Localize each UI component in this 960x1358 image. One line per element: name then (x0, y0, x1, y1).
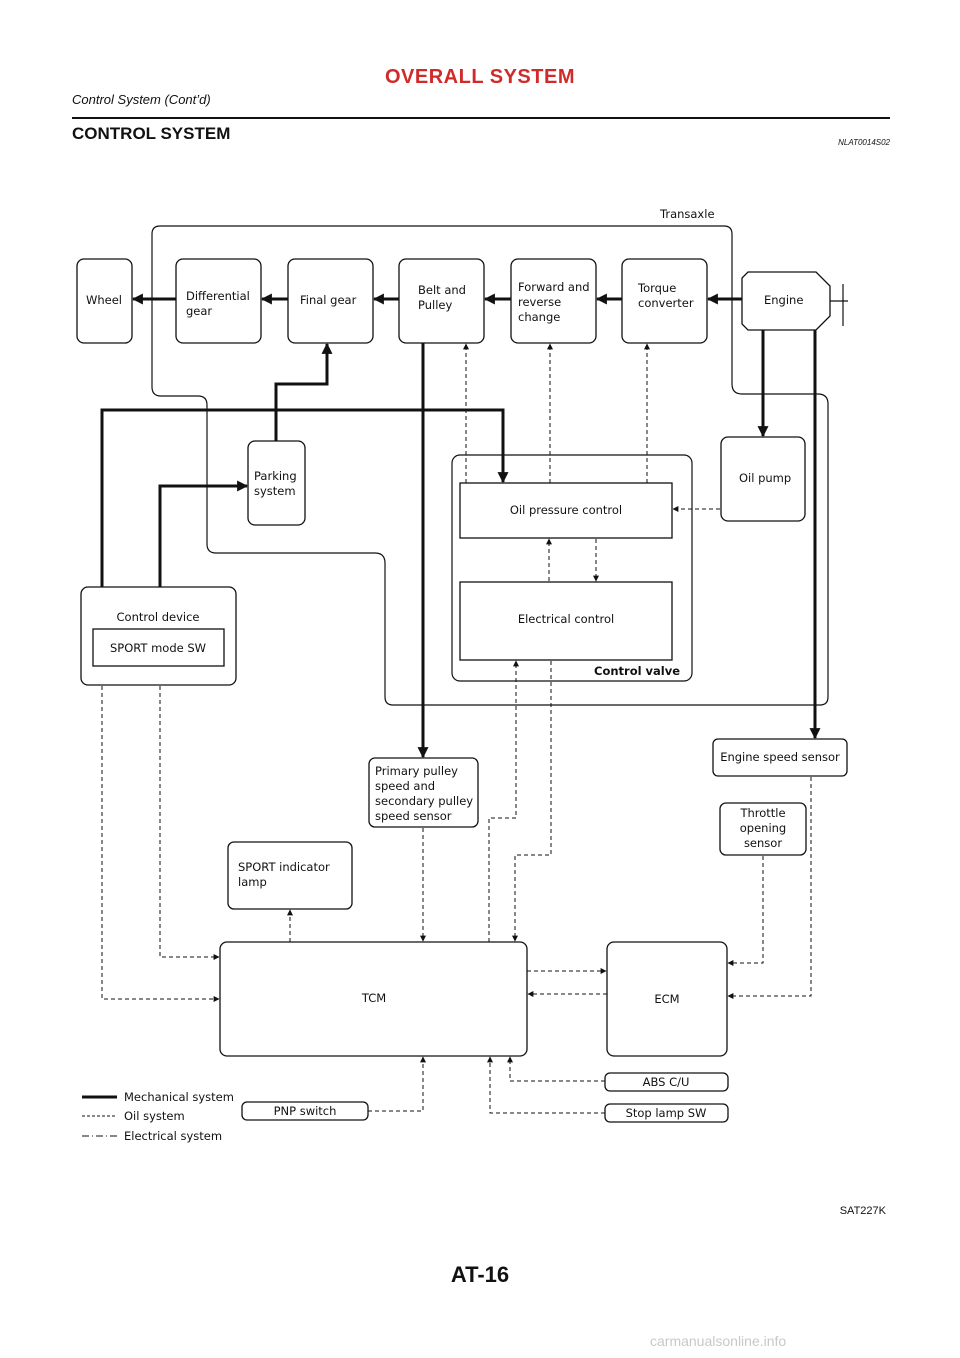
section-code: NLAT0014S02 (838, 138, 890, 147)
block-oil-pump: Oil pump (720, 436, 806, 522)
svg-text:Control device: Control device (117, 610, 200, 624)
block-sport-mode-sw: SPORT mode SW (92, 628, 225, 667)
transaxle-label: Transaxle (659, 207, 715, 221)
page-header-subtitle: Control System (Cont’d) (72, 92, 211, 107)
svg-text:Engine speed sensor: Engine speed sensor (720, 750, 840, 764)
svg-text:Stop lamp SW: Stop lamp SW (626, 1106, 707, 1120)
page-number: AT-16 (450, 1262, 510, 1287)
block-final-gear: Final gear (287, 258, 374, 344)
svg-text:PNP switch: PNP switch (274, 1104, 337, 1118)
block-tcm: TCM (219, 941, 528, 1057)
svg-text:ECM: ECM (654, 992, 679, 1006)
svg-text:Wheel: Wheel (86, 293, 122, 307)
signal-connections (101, 343, 812, 1114)
header-divider (72, 117, 890, 119)
page-header-title: OVERALL SYSTEM (385, 66, 575, 88)
svg-text:SPORT mode SW: SPORT mode SW (110, 641, 206, 655)
block-ecm: ECM (606, 941, 728, 1057)
svg-text:TCM: TCM (361, 991, 386, 1005)
block-oil-pressure-control: Oil pressure control (459, 482, 673, 539)
control-valve-label: Control valve (594, 664, 680, 678)
legend-electrical-label: Electrical system (124, 1129, 222, 1143)
control-valve-outline (451, 454, 693, 682)
svg-text:Engine: Engine (764, 293, 803, 307)
block-engine: Engine (741, 271, 848, 331)
block-stop-lamp-sw: Stop lamp SW (604, 1103, 729, 1123)
legend-mechanical-label: Mechanical system (124, 1090, 234, 1104)
watermark: carmanualsonline.info (650, 1333, 787, 1349)
legend-oil-label: Oil system (124, 1109, 185, 1123)
block-electrical-control: Electrical control (459, 581, 673, 661)
svg-text:Oil pressure control: Oil pressure control (510, 503, 622, 517)
block-wheel: Wheel (76, 258, 133, 344)
block-pnp-switch: PNP switch (241, 1101, 369, 1121)
transaxle-outline (151, 225, 829, 706)
svg-text:Oil pump: Oil pump (739, 471, 791, 485)
svg-text:Electrical control: Electrical control (518, 612, 614, 626)
legend: Mechanical system Oil system Electrical … (82, 1090, 234, 1143)
mechanical-connections (100, 293, 821, 759)
section-title: CONTROL SYSTEM (72, 124, 231, 143)
block-abs-cu: ABS C/U (604, 1072, 729, 1092)
svg-text:Final gear: Final gear (300, 293, 357, 307)
figure-code: SAT227K (839, 1205, 886, 1217)
block-engine-speed-sensor: Engine speed sensor (712, 738, 848, 777)
svg-text:ABS C/U: ABS C/U (643, 1075, 690, 1089)
